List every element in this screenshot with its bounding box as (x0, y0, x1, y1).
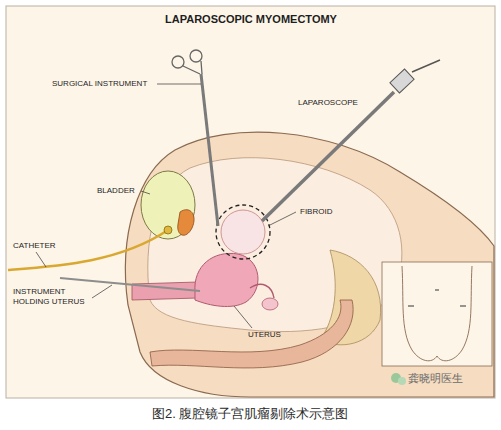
laparoscope-shaft (262, 92, 394, 221)
bladder (141, 171, 195, 239)
leader-line (157, 84, 201, 85)
catheter (8, 230, 168, 270)
leader-lines (36, 84, 296, 328)
leader-line (141, 191, 150, 194)
incision-marks (408, 290, 466, 306)
frame (6, 6, 495, 398)
wechat-icon (398, 377, 406, 385)
leader-line (268, 212, 296, 226)
part-label: CATHETER (13, 241, 56, 251)
ovary (262, 298, 278, 310)
instrument-ring (172, 56, 184, 68)
laparoscope-cable (412, 60, 440, 72)
part-label: BLADDER (97, 186, 135, 196)
fallopian-tube (250, 284, 274, 298)
part-label: LAPAROSCOPE (298, 98, 358, 108)
torso-outline (402, 266, 472, 361)
part-label: UTERUS (248, 330, 281, 340)
instrument-ring (190, 50, 202, 62)
instrument-handle (183, 61, 202, 74)
laparoscope-camera (390, 69, 414, 93)
part-label: INSTRUMENT HOLDING UTERUS (13, 287, 93, 307)
leader-line (234, 306, 252, 328)
rectum (150, 300, 353, 368)
incision-outline (216, 205, 270, 259)
caption: 图2. 腹腔镜子宫肌瘤剔除术示意图 (152, 406, 348, 422)
leader-line (36, 252, 46, 267)
leader-line (92, 285, 112, 298)
uterine-manipulator (60, 278, 200, 291)
watermark: 龚晓明医生 (408, 372, 463, 385)
part-label: SURGICAL INSTRUMENT (52, 79, 147, 89)
uterus (195, 253, 258, 306)
part-label: FIBROID (300, 207, 332, 217)
fibroid (221, 210, 265, 254)
catheter-balloon (164, 226, 172, 234)
instrument-shaft (201, 74, 218, 226)
pubic-bone (178, 210, 194, 236)
body-section (125, 132, 494, 397)
title: LAPAROSCOPIC MYOMECTOMY (165, 13, 337, 26)
inset-frame (382, 262, 492, 366)
